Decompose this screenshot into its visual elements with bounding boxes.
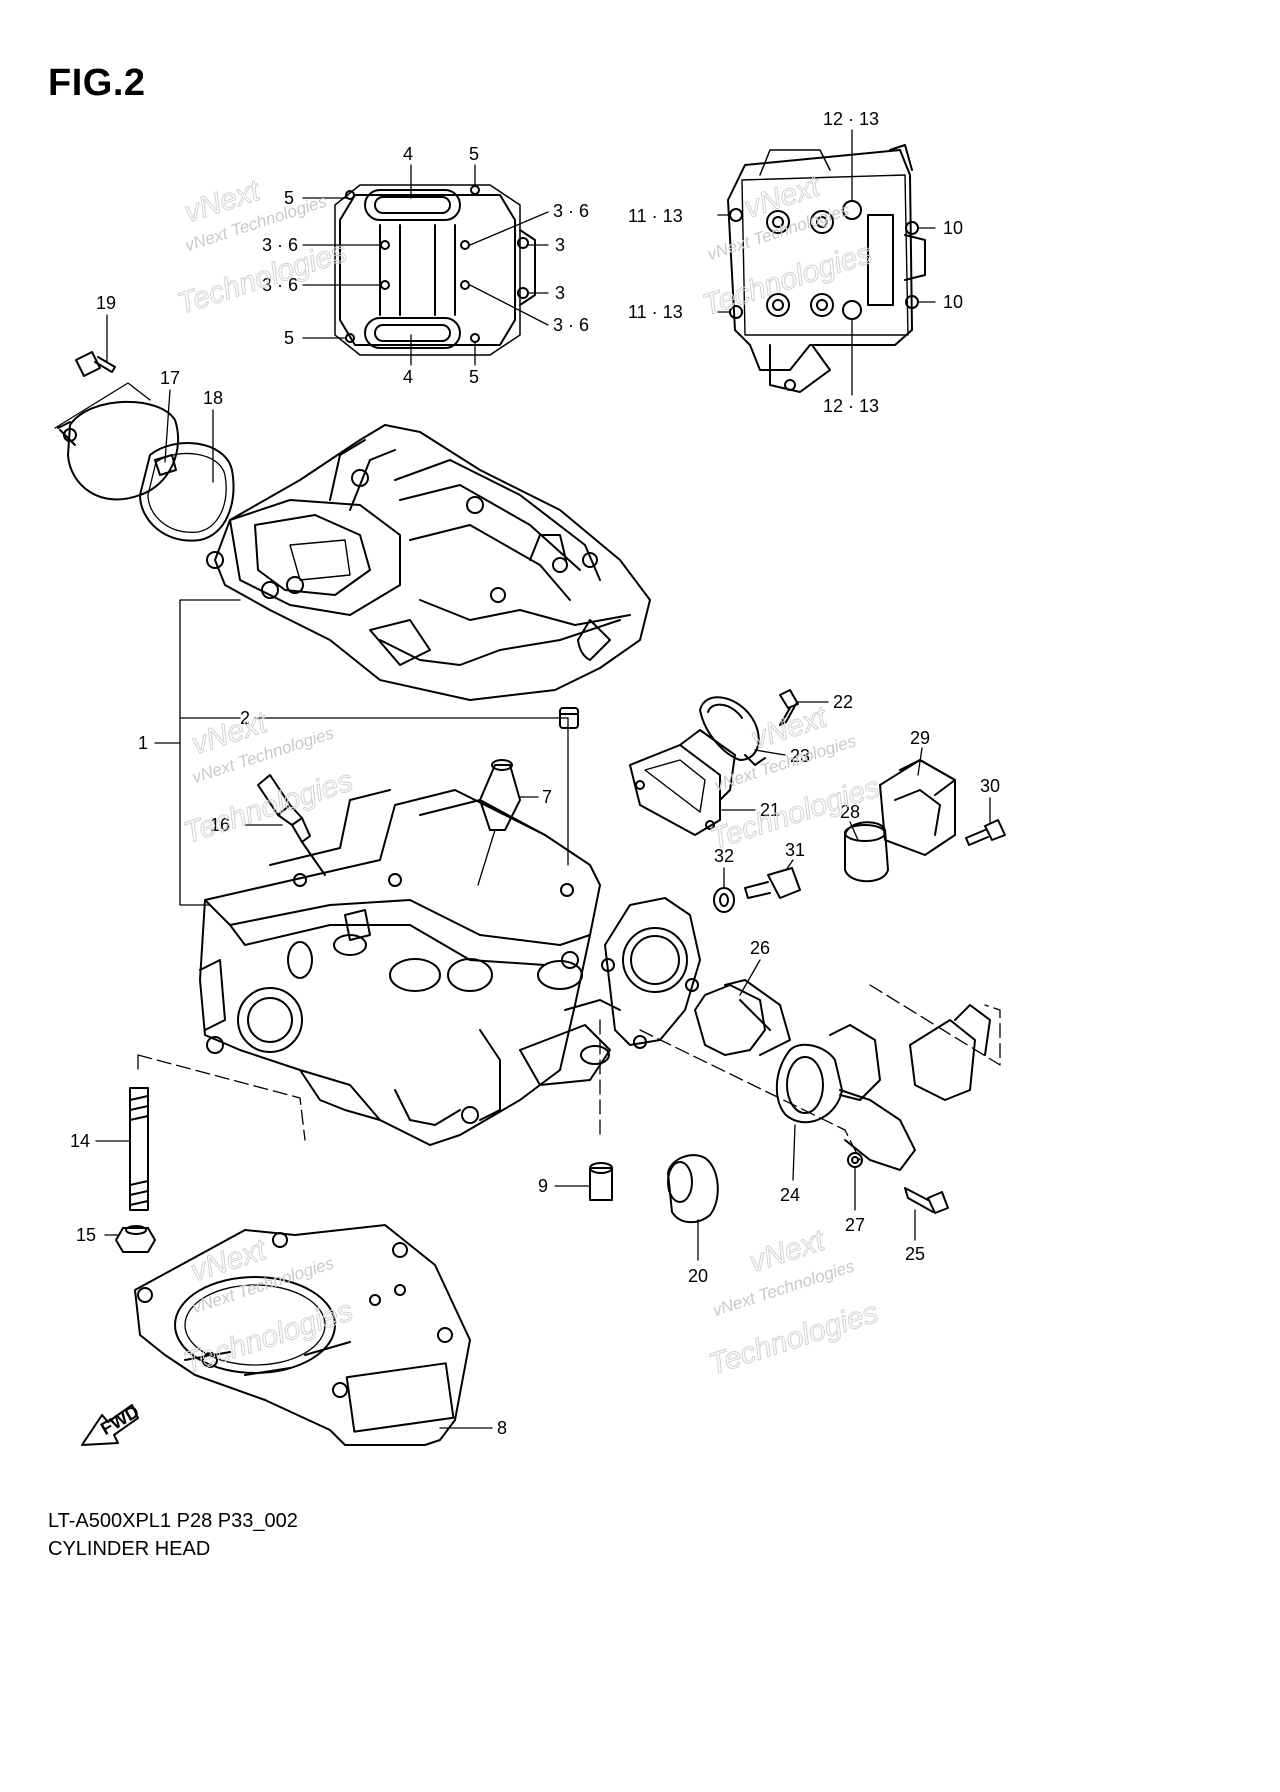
part-22-bolt (779, 689, 799, 726)
callout: 10 (943, 218, 963, 238)
watermark-group-2: vNext Technologies vNext Technologies (698, 169, 876, 323)
callout: 3 · 6 (262, 235, 298, 255)
callout: 7 (542, 787, 552, 807)
leaders-24-25-27 (792, 1124, 916, 1241)
callout: 28 (840, 802, 860, 822)
callout: 12 · 13 (823, 109, 879, 129)
callout: 24 (780, 1185, 800, 1205)
callout: 20 (688, 1266, 708, 1286)
watermark-group-1: vNext Technologies vNext Technologies (173, 173, 351, 321)
callout: 19 (96, 293, 116, 313)
model-code: LT-A500XPL1 P28 P33_002 (48, 1510, 298, 1532)
fwd-label: FWD (97, 1401, 142, 1439)
callout: 3 · 6 (262, 275, 298, 295)
callout: 27 (845, 1215, 865, 1235)
callout: 11 · 13 (628, 302, 683, 322)
inset1-leaders (302, 164, 549, 366)
callout: 21 (760, 800, 780, 820)
callout: 9 (538, 1176, 548, 1196)
callout: 3 · 6 (553, 315, 589, 335)
part-18-gasket (139, 442, 235, 542)
part-1-cylinder-head (199, 789, 701, 1146)
callout: 5 (469, 367, 479, 387)
part-24-water-outlet (775, 1004, 991, 1171)
callout: 12 · 13 (823, 396, 879, 416)
callout: 3 (555, 283, 565, 303)
callout: 10 (943, 292, 963, 312)
part-15-nut (115, 1225, 156, 1253)
callout: 32 (714, 846, 734, 866)
callout: 5 (284, 188, 294, 208)
callout-labels: 4 5 5 3 · 6 3 · 6 3 · 6 3 3 3 · 6 5 4 5 … (70, 109, 1000, 1438)
callout: 22 (833, 692, 853, 712)
bracket-part-1 (154, 599, 569, 906)
inset-head-bolt-pattern (727, 144, 926, 393)
watermark-group-3: vNext Technologies vNext Technologies (179, 705, 357, 850)
watermark-group-6: vNext Technologies vNext Technologies (704, 1223, 882, 1382)
phantom-lines-head (137, 984, 1001, 1161)
callout: 17 (160, 368, 180, 388)
part-2-dowel (559, 707, 579, 729)
part-cylinder-head-cover (206, 424, 651, 701)
callout: 5 (469, 144, 479, 164)
callout: 8 (497, 1418, 507, 1438)
watermark-group-4: vNext Technologies vNext Technologies (706, 700, 884, 857)
leaders-31-32 (723, 859, 794, 889)
leader-26 (739, 959, 761, 996)
part-25-bolt (904, 1187, 949, 1214)
leader-7 (477, 796, 539, 886)
leaders-28-29-30 (849, 747, 991, 841)
callout: 23 (790, 746, 810, 766)
part-21-intake-pipe (629, 729, 736, 836)
callout: 30 (980, 776, 1000, 796)
part-8-head-gasket (134, 1224, 471, 1446)
callout: 3 · 6 (553, 201, 589, 221)
part-17-cap (57, 400, 180, 501)
part-31-temp-sensor (744, 867, 801, 899)
part-14-stud (129, 1087, 149, 1211)
callout: 29 (910, 728, 930, 748)
part-23-clamp (699, 696, 766, 766)
part-26-thermostat (694, 979, 791, 1056)
callout: 11 · 13 (628, 206, 683, 226)
callout: 4 (403, 367, 413, 387)
callout: 18 (203, 388, 223, 408)
figure-title: FIG.2 (48, 62, 146, 104)
part-27-gasket (847, 1152, 863, 1168)
callout: 31 (785, 840, 805, 860)
callout: 25 (905, 1244, 925, 1264)
callout: 1 (138, 733, 148, 753)
leaders-21-22-23 (721, 701, 829, 811)
diagram-name: CYLINDER HEAD (48, 1538, 211, 1560)
callout: 26 (750, 938, 770, 958)
callout: 14 (70, 1131, 90, 1151)
part-32-washer (713, 887, 735, 913)
fwd-arrow-icon: FWD (81, 1401, 143, 1446)
inset-head-cover-underside (334, 184, 536, 356)
leaders-19-17-18 (54, 314, 214, 483)
part-16-spark-plug (257, 774, 326, 876)
part-19-bolt (75, 351, 116, 377)
part-28-grommet (844, 821, 889, 883)
callout: 4 (403, 144, 413, 164)
callout: 15 (76, 1225, 96, 1245)
callout: 3 (555, 235, 565, 255)
callout: 16 (210, 815, 230, 835)
watermark-group-5: vNext Technologies vNext Technologies (179, 1232, 357, 1380)
callout: 2 (240, 708, 250, 728)
part-9-dowel (589, 1162, 613, 1201)
inset2-leaders (717, 129, 936, 396)
callout: 5 (284, 328, 294, 348)
part-30-bolt (965, 819, 1006, 846)
part-20-plug (667, 1154, 719, 1224)
